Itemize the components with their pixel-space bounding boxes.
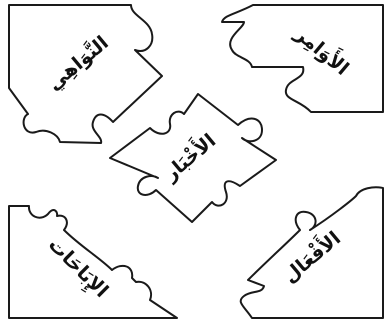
puzzle-piece-top-left: النَّوَاهِي <box>9 5 162 143</box>
puzzle-piece-center: الأَخْبَار <box>110 94 276 222</box>
puzzle-piece-top-right: الأَوَامِر <box>222 5 383 112</box>
puzzle-piece-bottom-right: الأَفْعَال <box>241 187 383 318</box>
puzzle-piece-bottom-left: الإِبَاحَات <box>9 206 177 318</box>
